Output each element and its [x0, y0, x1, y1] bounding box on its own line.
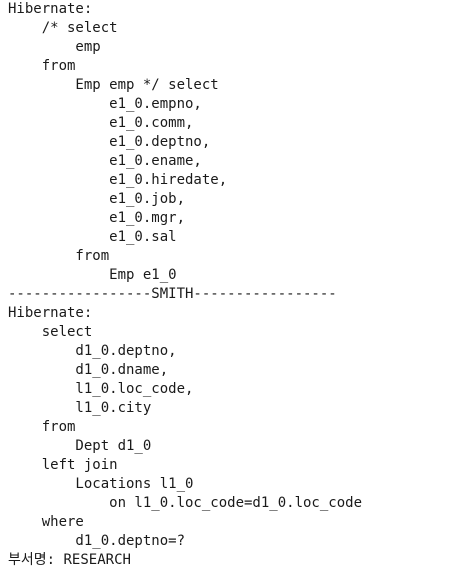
console-line: e1_0.job, — [8, 191, 186, 207]
console-line: e1_0.deptno, — [8, 134, 211, 150]
console-line: /* select — [8, 20, 118, 36]
result-line: 부서명: RESEARCH — [8, 552, 131, 568]
console-line: Locations l1_0 — [8, 476, 202, 492]
console-line: Emp emp */ select — [8, 77, 219, 93]
console-line: Hibernate: — [8, 305, 101, 321]
console-line: from — [8, 58, 76, 74]
console-line: d1_0.deptno, — [8, 343, 177, 359]
console-line: e1_0.sal — [8, 229, 186, 245]
console-line: d1_0.deptno=? — [8, 533, 186, 549]
console-line: d1_0.dname, — [8, 362, 169, 378]
console-line: e1_0.ename, — [8, 153, 202, 169]
console-line: Dept d1_0 — [8, 438, 160, 454]
console-line: from — [8, 419, 76, 435]
console-line: e1_0.mgr, — [8, 210, 186, 226]
console-line: select — [8, 324, 93, 340]
console-line: where — [8, 514, 84, 530]
console-line: e1_0.comm, — [8, 115, 194, 131]
console-line: Emp e1_0 — [8, 267, 177, 283]
console-line: l1_0.city — [8, 400, 160, 416]
console-line: emp — [8, 39, 110, 55]
console-line: left join — [8, 457, 118, 473]
console-line: Hibernate: — [8, 1, 101, 17]
console-line: e1_0.empno, — [8, 96, 202, 112]
console-line: from — [8, 248, 110, 264]
console-line: on l1_0.loc_code=d1_0.loc_code — [8, 495, 371, 511]
console-line: e1_0.hiredate, — [8, 172, 228, 188]
console-line: l1_0.loc_code, — [8, 381, 194, 397]
separator-line: -----------------SMITH----------------- — [8, 286, 337, 302]
